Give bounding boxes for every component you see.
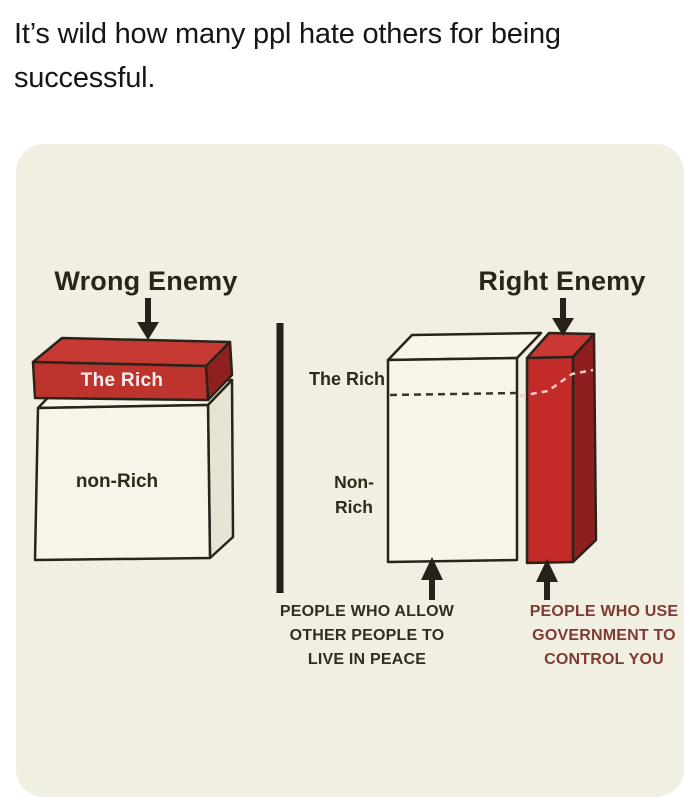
red-box-caption-line-3: CONTROL YOU xyxy=(544,651,664,668)
down-arrow-right-head xyxy=(552,318,574,336)
right-nonrich-label: Non- Rich xyxy=(314,470,394,520)
red-column-side-face xyxy=(571,332,598,564)
left-box-side-face xyxy=(206,378,235,560)
white-box-caption-line-2: OTHER PEOPLE TO xyxy=(289,627,445,644)
post-caption-line-1: It’s wild how many ppl hate others for b… xyxy=(14,18,561,50)
white-box-caption-line-3: LIVE IN PEACE xyxy=(307,651,427,668)
left-box-front-face xyxy=(33,403,212,562)
right-box-front-face xyxy=(386,356,519,564)
right-nonrich-line-2: Rich xyxy=(335,497,373,517)
red-column-front-face xyxy=(525,355,575,565)
up-arrow-white-box-head xyxy=(421,557,443,580)
red-box-caption-line-2: GOVERNMENT TO xyxy=(532,627,676,644)
rich-level-dashed-line xyxy=(389,391,518,397)
post-caption-line-2: successful. xyxy=(14,62,156,94)
rich-level-dashed-line-on-red xyxy=(519,368,594,398)
right-title: Right Enemy xyxy=(478,266,646,296)
red-box-caption-line-1: PEOPLE WHO USE xyxy=(529,603,679,620)
left-title: Wrong Enemy xyxy=(54,266,238,296)
right-box-top-face xyxy=(386,331,543,362)
meme-image[interactable]: Wrong Enemy Right Enemy The Rich non-Ric… xyxy=(16,144,684,797)
right-rich-label: The Rich xyxy=(308,369,385,389)
red-slab-front-face xyxy=(31,360,210,402)
right-nonrich-line-1: Non- xyxy=(334,472,374,492)
up-arrow-red-box-head xyxy=(536,559,558,582)
post-caption: It’s wild how many ppl hate others for b… xyxy=(14,12,694,100)
left-nonrich-label: non-Rich xyxy=(75,471,159,492)
red-box-caption: PEOPLE WHO USE GOVERNMENT TO CONTROL YOU xyxy=(504,600,700,672)
meme-diagram xyxy=(31,298,598,600)
white-box-caption: PEOPLE WHO ALLOW OTHER PEOPLE TO LIVE IN… xyxy=(247,600,487,672)
down-arrow-left-head xyxy=(137,322,159,340)
white-box-caption-line-1: PEOPLE WHO ALLOW xyxy=(279,603,455,620)
left-rich-label: The Rich xyxy=(80,370,164,391)
